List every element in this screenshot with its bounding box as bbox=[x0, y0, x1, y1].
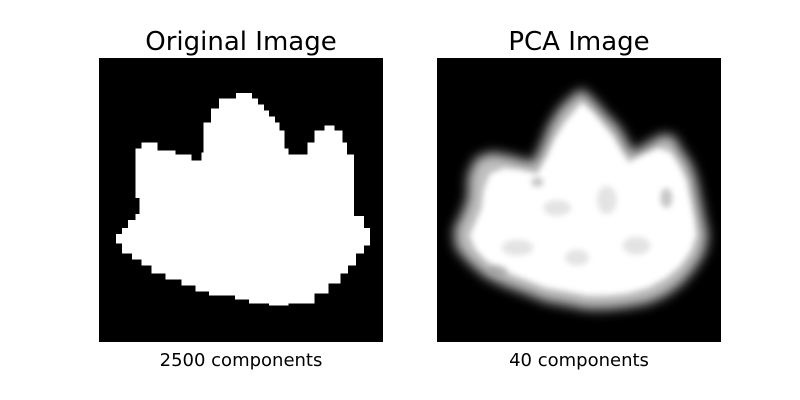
original-image-caption: 2500 components bbox=[159, 350, 323, 371]
original-leaf-silhouette bbox=[100, 59, 382, 341]
original-image bbox=[99, 58, 383, 342]
pca-leaf-reconstruction bbox=[438, 59, 720, 341]
pca-image-title: PCA Image bbox=[508, 27, 650, 57]
pca-image-caption: 40 components bbox=[509, 350, 649, 371]
pca-image bbox=[437, 58, 721, 342]
original-image-title: Original Image bbox=[145, 27, 337, 57]
